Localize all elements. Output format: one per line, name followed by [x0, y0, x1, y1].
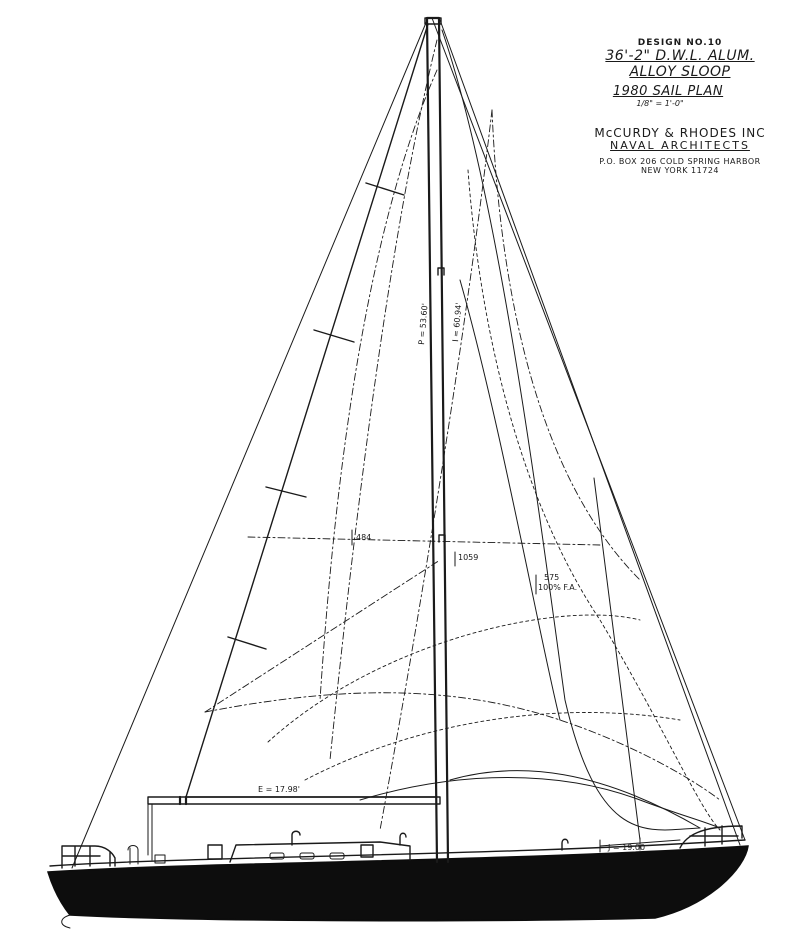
dim-j: J = 19.00 [607, 843, 645, 852]
alternate-sail-4 [491, 109, 641, 581]
winches [154, 844, 374, 864]
sail-girth-line-4 [304, 712, 681, 781]
dorade-vent-bow [561, 838, 569, 851]
stern-pulpit [61, 845, 116, 869]
dorade-vent-fwd [399, 832, 407, 846]
dim-jib-area-1: 575 [544, 573, 559, 582]
firm-city: NEW YORK 11724 [640, 166, 720, 176]
genoa-leech [449, 770, 701, 829]
boom-vang [147, 803, 153, 861]
sail-girth-line-3 [267, 614, 641, 743]
design-number: DESIGN NO.10 [637, 38, 723, 48]
keel-line [61, 914, 71, 929]
backstay [71, 17, 429, 869]
portlights [269, 852, 345, 860]
dim-mast-mark: 1059 [458, 553, 478, 562]
bow-pulpit [679, 825, 743, 849]
mast [425, 16, 450, 864]
inner-stay [439, 19, 741, 846]
plan-title: 1980 SAIL PLAN [612, 83, 724, 99]
firm-role: NAVAL ARCHITECTS [610, 139, 750, 153]
title-block: DESIGN NO.10 36'-2" D.W.L. ALUM. ALLOY S… [580, 38, 780, 175]
vessel-description: 36'-2" D.W.L. ALUM. ALLOY SLOOP [605, 48, 755, 81]
plan-scale: 1/8" = 1'-0" [636, 99, 684, 109]
sail-girth-line-1 [247, 536, 601, 546]
spreader-fitting [438, 534, 446, 543]
jib-luff [593, 477, 641, 841]
alternate-sail-1 [319, 69, 438, 701]
sheer-line [49, 839, 746, 867]
cabin-house [229, 841, 411, 863]
mainsail-battens [227, 182, 405, 650]
dim-e: E = 17.98' [258, 785, 300, 794]
sail-girth-line-2 [204, 559, 441, 713]
dorade-vent-aft [291, 830, 301, 846]
mast-fitting [437, 267, 445, 276]
alternate-sail-3 [379, 109, 493, 831]
boom [147, 796, 441, 805]
dim-main-girth: 484 [356, 533, 371, 542]
hull [47, 845, 749, 922]
dim-p: P = 53.60' [417, 303, 430, 345]
alternate-sail-5 [467, 169, 721, 831]
alternate-sail-2 [329, 39, 438, 761]
dim-i: I = 60.94' [451, 302, 463, 342]
foot-curve [359, 777, 721, 829]
genoa [441, 29, 701, 831]
firm-name: McCURDY & RHODES INC [594, 125, 766, 140]
boom-end [178, 795, 188, 806]
firm-address: P.O. BOX 206 COLD SPRING HARBOR [599, 157, 761, 167]
stanchions [127, 837, 681, 865]
dim-jib-area-2: 100% F.A. [538, 583, 577, 592]
spinnaker-foot [204, 692, 721, 801]
staysail [459, 279, 561, 721]
mainsail [185, 23, 437, 798]
